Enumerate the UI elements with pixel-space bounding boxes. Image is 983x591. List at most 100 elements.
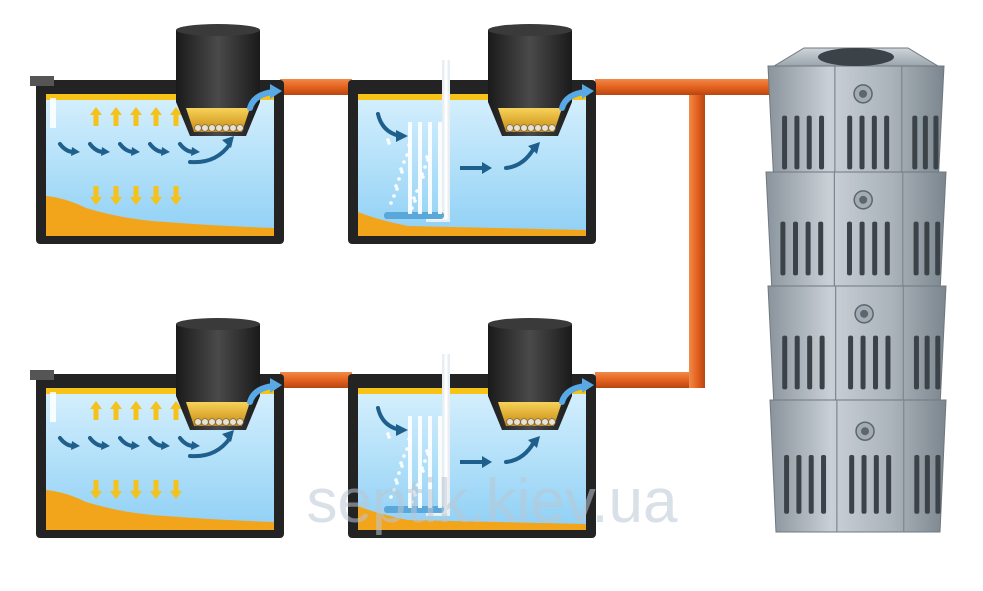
gravel-stone: [194, 418, 202, 426]
air-bubble: [426, 158, 430, 162]
air-bubble: [405, 447, 409, 451]
air-bubble: [425, 449, 429, 453]
gravel-stone: [541, 418, 549, 426]
air-bubble: [395, 187, 399, 191]
sludge: [358, 212, 586, 236]
drain-slot: [914, 455, 920, 514]
drain-slot: [922, 115, 928, 170]
inlet-pipe: [30, 370, 54, 380]
air-bubble: [399, 461, 403, 465]
air-bubble: [400, 170, 404, 174]
ring-lug-hole: [860, 309, 869, 318]
flow-arrow-icon-head: [101, 147, 110, 156]
drain-slot: [821, 455, 827, 514]
gravel-stone: [506, 124, 514, 132]
sludge: [358, 506, 586, 530]
rising-arrow-icon: [133, 408, 139, 420]
rising-arrow-icon-head: [170, 107, 182, 115]
flow-arrow-head: [482, 162, 492, 174]
settling-arrow-icon-head: [110, 491, 122, 499]
rising-arrow-icon: [93, 408, 99, 420]
air-bubble: [415, 189, 419, 193]
filter-cylinder: [176, 324, 260, 396]
pipe-network: [280, 79, 785, 388]
flow-arrow-head: [528, 142, 540, 154]
gravel-stone: [194, 124, 202, 132]
settling-tank-2: [30, 318, 284, 538]
air-bubble: [408, 146, 412, 150]
drain-slot: [859, 221, 865, 276]
drain-slot: [848, 335, 854, 390]
drain-slot: [806, 115, 812, 170]
rising-arrow-icon: [153, 114, 159, 126]
gravel-stone: [541, 124, 549, 132]
gravel-stone: [215, 124, 223, 132]
drain-slot: [935, 335, 941, 390]
gravel-stone: [513, 418, 521, 426]
gravel-stone: [513, 124, 521, 132]
drain-slot: [859, 115, 865, 170]
air-bubble: [394, 478, 398, 482]
settling-arrow-icon-head: [110, 197, 122, 205]
outlet-arrow-icon-head: [582, 84, 594, 99]
flow-arrow-head: [482, 456, 492, 468]
settling-arrow-icon: [113, 480, 119, 492]
gravel-stone: [201, 418, 209, 426]
air-bubble: [420, 466, 424, 470]
diffuser-plate: [384, 212, 444, 219]
column-ring-3: [767, 285, 947, 407]
gravel-stone: [520, 124, 528, 132]
filter-cylinder: [488, 324, 572, 396]
air-bubble: [395, 481, 399, 485]
air-bubble: [410, 500, 414, 504]
rising-arrow-icon: [173, 114, 179, 126]
filter-module-icon: [176, 318, 260, 430]
inlet-tee: [50, 392, 56, 422]
ring-lug-hole: [859, 195, 868, 204]
drain-slot: [780, 221, 786, 276]
watermark: septik.kiev.ua: [306, 467, 678, 536]
flow-arrow-icon-head: [71, 441, 80, 450]
drain-slot: [793, 221, 798, 276]
filter-cylinder: [176, 30, 260, 102]
filter-module-icon: [176, 24, 260, 136]
flow-arrow-icon: [504, 440, 536, 464]
air-bubble: [389, 495, 393, 499]
drain-slot: [807, 335, 813, 390]
air-bubble: [418, 182, 422, 186]
drain-slot: [924, 335, 930, 390]
sludge: [46, 490, 274, 530]
drain-slot: [935, 455, 941, 514]
settling-arrow-icon-head: [130, 491, 142, 499]
rising-arrow-icon: [133, 114, 139, 126]
gravel-stone: [222, 418, 230, 426]
air-bubble: [386, 138, 390, 142]
air-bubble: [425, 155, 429, 159]
flow-arrow-head: [396, 130, 408, 142]
air-bubble: [412, 490, 416, 494]
air-bubble: [426, 452, 430, 456]
gravel-stone: [506, 418, 514, 426]
flow-arrow-icon-head: [71, 147, 80, 156]
drain-slot: [819, 115, 825, 170]
scum-layer: [358, 388, 586, 394]
flow-arrow-head: [222, 136, 234, 148]
air-bubble: [402, 160, 406, 164]
drain-slot: [782, 115, 788, 170]
flow-arrow-icon-head: [101, 441, 110, 450]
drain-slot: [847, 221, 852, 276]
rising-arrow-icon-head: [150, 401, 162, 409]
drain-slot: [924, 455, 930, 514]
drain-slot: [849, 455, 855, 514]
air-bubble: [399, 167, 403, 171]
rising-arrow-icon: [153, 408, 159, 420]
drain-slot: [808, 455, 814, 514]
gravel-stone: [548, 124, 556, 132]
flow-arrow-icon: [188, 142, 232, 165]
rising-arrow-icon-head: [110, 401, 122, 409]
pipe-top-2-column: [595, 79, 785, 95]
flow-arrow-head: [396, 424, 408, 436]
gravel-stone: [229, 418, 237, 426]
drain-slot: [847, 115, 853, 170]
